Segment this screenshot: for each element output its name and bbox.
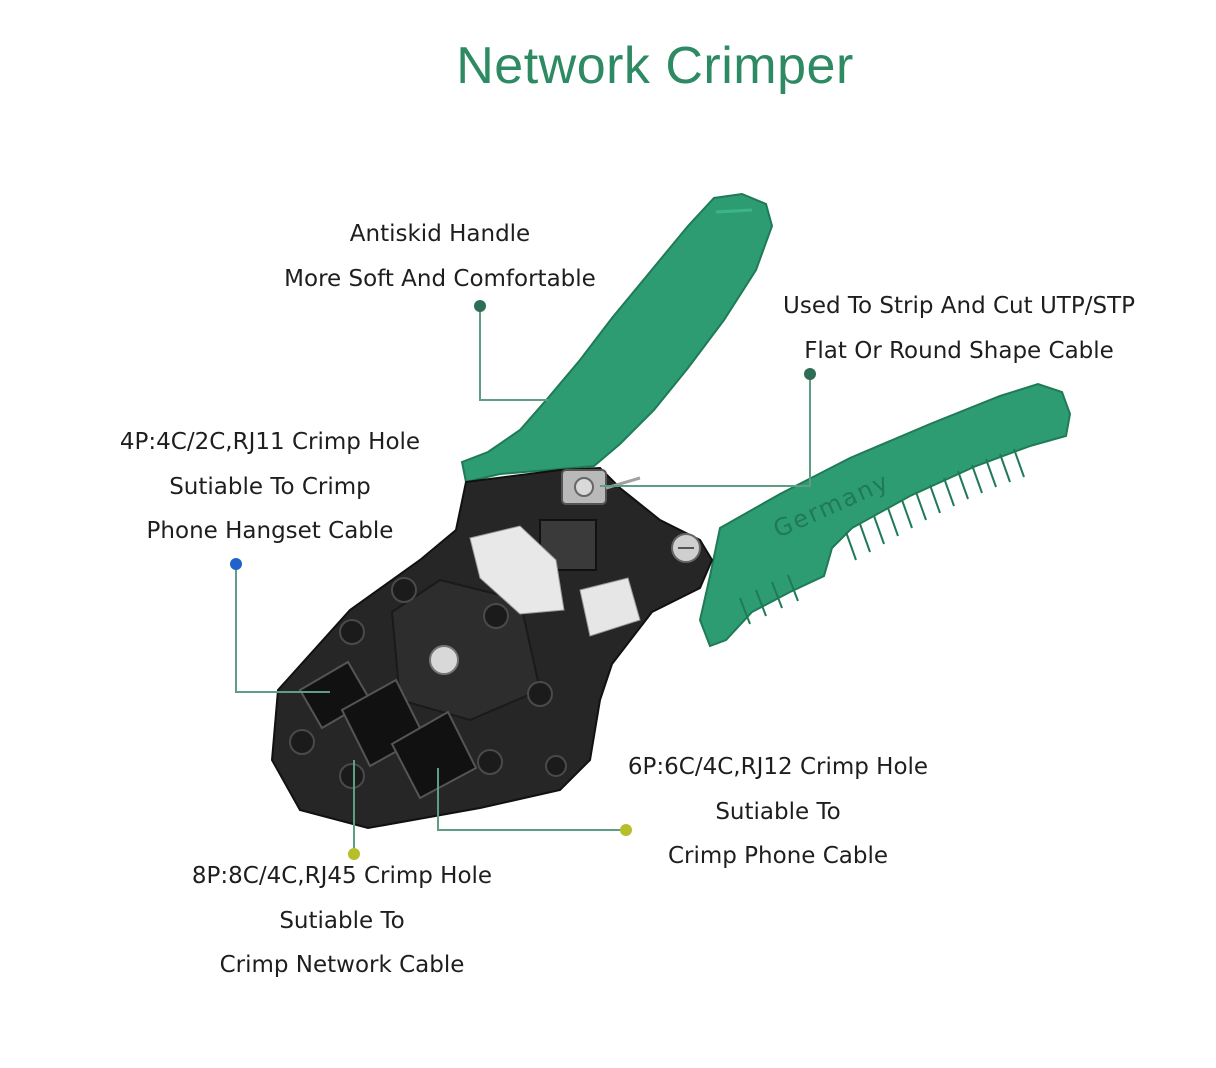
callout-rj12-line1: 6P:6C/4C,RJ12 Crimp Hole <box>627 754 929 780</box>
callout-rj11-line2: Sutiable To Crimp <box>169 473 371 500</box>
dot-handle <box>474 300 486 312</box>
callout-rj11-line3: Phone Hangset Cable <box>146 518 394 544</box>
dot-rj12 <box>620 824 632 836</box>
leader-lines <box>235 306 811 854</box>
callout-strip-line2: Flat Or Round Shape Cable <box>804 337 1114 364</box>
callout-rj45: 8P:8C/4C,RJ45 Crimp Hole Sutiable To Cri… <box>184 854 500 988</box>
dot-rj45 <box>348 848 360 860</box>
dot-rj11 <box>230 558 242 570</box>
callout-rj12-line2: Sutiable To <box>715 798 841 825</box>
dot-strip <box>804 368 816 380</box>
page-title: Network Crimper <box>456 37 854 95</box>
leader-dots <box>230 300 816 860</box>
callout-rj12: 6P:6C/4C,RJ12 Crimp Hole Sutiable To Cri… <box>620 745 936 879</box>
crimper-head <box>270 466 714 830</box>
callout-rj45-line3: Crimp Network Cable <box>219 952 465 978</box>
callout-rj45-line2: Sutiable To <box>279 907 405 934</box>
callout-rj12-line3: Crimp Phone Cable <box>667 843 889 869</box>
callout-rj45-line1: 8P:8C/4C,RJ45 Crimp Hole <box>191 863 493 889</box>
leader-rj12 <box>437 768 626 831</box>
callout-handle-line1: Antiskid Handle <box>349 221 531 247</box>
callout-handle: Antiskid Handle More Soft And Comfortabl… <box>278 212 602 301</box>
upper-handle <box>460 192 774 484</box>
leader-strip <box>600 374 811 487</box>
callout-rj11-line1: 4P:4C/2C,RJ11 Crimp Hole <box>119 429 421 455</box>
leader-handle <box>479 306 548 401</box>
callout-strip: Used To Strip And Cut UTP/STP Flat Or Ro… <box>772 284 1146 373</box>
leader-rj11 <box>235 564 330 693</box>
callout-rj11: 4P:4C/2C,RJ11 Crimp Hole Sutiable To Cri… <box>112 420 428 554</box>
callout-strip-line1: Used To Strip And Cut UTP/STP <box>783 293 1135 319</box>
lower-handle: Germany <box>698 382 1072 648</box>
callout-handle-line2: More Soft And Comfortable <box>284 265 596 292</box>
